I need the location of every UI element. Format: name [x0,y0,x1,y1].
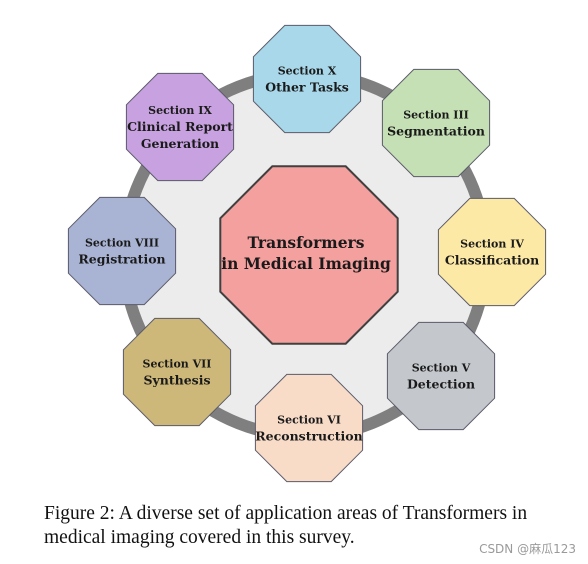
section-octagon [381,68,491,178]
section-octagon [122,317,232,427]
section-name: Reconstruction [255,429,362,444]
center-octagon [219,165,399,345]
section-name: Classification [445,253,539,268]
section-octagon [252,24,362,134]
watermark: CSDN @麻瓜123 [479,542,576,556]
section-octagon [67,196,177,306]
center-title-line: in Medical Imaging [221,254,391,273]
section-node: Section VIII Registration [67,196,177,306]
section-octagon [386,321,496,431]
section-number: Section III [403,109,469,122]
section-name: Clinical Report [127,119,233,134]
section-number: Section V [412,362,471,375]
section-node: Section VII Synthesis [122,317,232,427]
section-node: Section VI Reconstruction [254,373,364,483]
section-name: Synthesis [143,373,210,388]
section-name: Detection [407,377,475,392]
section-name: Generation [141,136,219,151]
section-octagon [437,197,547,307]
section-name: Other Tasks [265,80,349,95]
section-number: Section IV [460,238,524,251]
section-number: Section VII [143,358,212,371]
section-number: Section X [278,65,337,78]
section-number: Section VIII [85,237,159,250]
section-octagon [254,373,364,483]
section-name: Segmentation [387,124,485,139]
section-number: Section IX [148,104,212,117]
center-title-line: Transformers [248,233,365,252]
section-node: Section X Other Tasks [252,24,362,134]
section-name: Registration [78,252,165,267]
section-node: Section IV Classification [437,197,547,307]
section-node: Section III Segmentation [381,68,491,178]
section-node: Section V Detection [386,321,496,431]
center-octagon-group: Transformers in Medical Imaging [219,165,399,345]
section-octagon [125,72,235,182]
section-number: Section VI [277,414,341,427]
figure-caption: Figure 2: A diverse set of application a… [44,503,528,548]
